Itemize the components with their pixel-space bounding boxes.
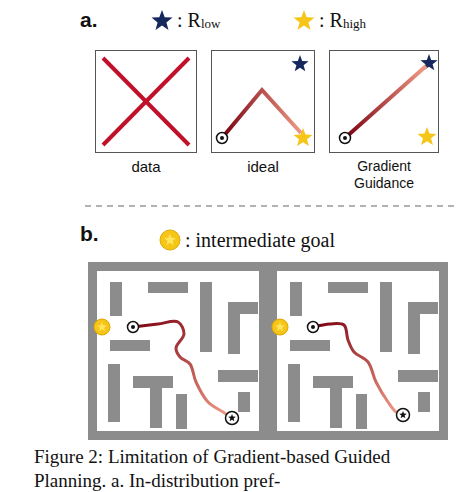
panel-letter: b. <box>80 222 99 246</box>
legend-star <box>152 10 173 30</box>
ideal-trajectory <box>222 90 301 138</box>
panel-label: ideal <box>247 158 279 176</box>
panel-letter: a. <box>80 8 98 32</box>
goal-marker <box>397 409 410 422</box>
legend-entry: : Rhigh <box>292 8 366 32</box>
start-marker <box>308 322 319 333</box>
planned-trajectory <box>313 323 403 415</box>
maze <box>272 267 444 436</box>
intermediate-goal-coin <box>160 230 180 250</box>
figure-caption: Figure 2: Limitation of Gradient-based G… <box>34 445 452 492</box>
data-trajectory <box>103 58 189 145</box>
goal-star <box>399 411 407 418</box>
subscript: low <box>201 16 221 32</box>
intermediate-goal-coin <box>272 319 288 335</box>
legend-entry: : intermediate goal <box>158 228 335 252</box>
panel-box: ideal <box>211 50 315 153</box>
maze <box>93 267 264 436</box>
start-marker <box>340 133 351 144</box>
coin-star <box>275 322 285 331</box>
goal-star <box>228 414 236 421</box>
start-marker <box>217 133 228 144</box>
star-symbol <box>292 8 316 32</box>
panel-label: Gradient Guidance <box>339 158 429 192</box>
legend-entry: : Rlow <box>150 8 220 32</box>
high-reward-star <box>418 127 437 145</box>
subscript: high <box>343 16 366 32</box>
planned-trajectory <box>133 321 232 418</box>
low-reward-star <box>291 55 308 71</box>
panel-label: data <box>131 158 160 176</box>
legend-text: : R <box>177 9 201 32</box>
guided-trajectory <box>345 66 426 138</box>
start-marker <box>128 322 139 333</box>
legend-star <box>294 10 315 30</box>
intermediate-goal-coin <box>94 319 110 335</box>
coin-star <box>97 322 107 331</box>
coin-symbol <box>158 228 182 252</box>
legend-text: : intermediate goal <box>185 229 335 252</box>
legend-text: : R <box>319 9 343 32</box>
star-symbol <box>150 8 174 32</box>
data-trajectory <box>103 58 189 145</box>
goal-marker <box>226 412 239 425</box>
section-divider <box>85 205 456 207</box>
panel-box: Gradient Guidance <box>329 50 439 153</box>
coin-star <box>164 234 176 246</box>
panel-box: data <box>95 50 197 153</box>
